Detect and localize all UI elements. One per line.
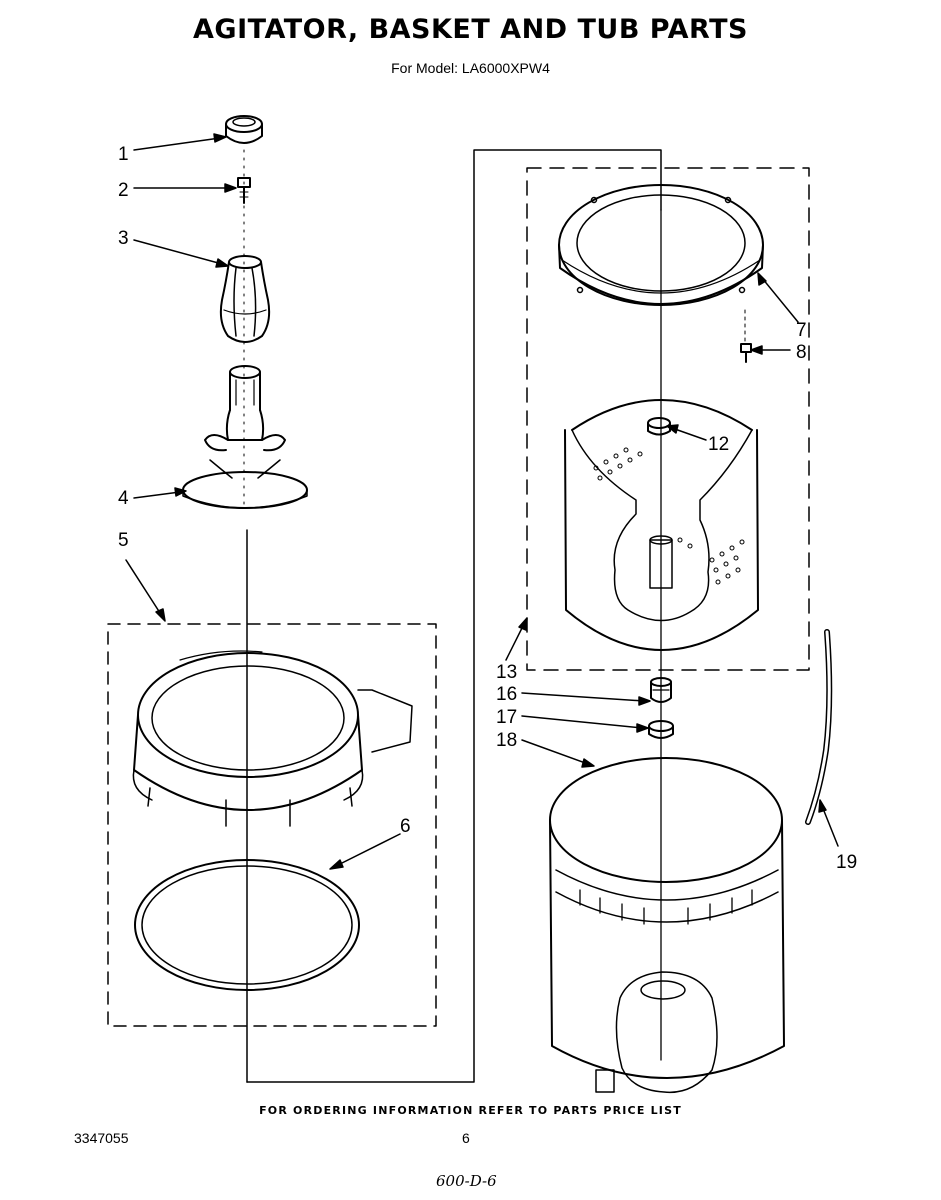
assembly-connector-line: [246, 149, 662, 1083]
callout-19: 19: [836, 852, 857, 873]
part-5-tub-ring: [132, 650, 413, 827]
part-12-nut: [647, 417, 671, 436]
part-4-agitator-base: [182, 365, 308, 509]
callout-12: 12: [708, 434, 729, 455]
callout-16: 16: [496, 684, 517, 705]
part-3-agitator-barrel: [219, 255, 271, 343]
part-6-gasket: [134, 859, 360, 991]
part-13-basket: [564, 399, 759, 651]
callout-1: 1: [118, 144, 129, 165]
callout-8: 8: [796, 342, 807, 363]
callout-3: 3: [118, 228, 129, 249]
part-7-balance-ring: [558, 184, 764, 306]
part-19-hose: [805, 629, 833, 825]
callout-13: 13: [496, 662, 517, 683]
part-13-dashed-group-box: [526, 167, 810, 671]
part-18-outer-tub: [549, 757, 785, 1094]
callout-18: 18: [496, 730, 517, 751]
callout-7: 7: [796, 320, 807, 341]
callout-5: 5: [118, 530, 129, 551]
page-number: 6: [462, 1130, 470, 1146]
callout-4: 4: [118, 488, 129, 509]
part-16-coupling: [650, 677, 672, 703]
callout-2: 2: [118, 180, 129, 201]
model-subtitle: For Model: LA6000XPW4: [391, 60, 550, 76]
tub-rib-marks: [579, 889, 753, 925]
part-2-bolt: [237, 177, 251, 204]
part-5-dashed-group-box: [107, 623, 437, 1027]
handwritten-code: 600-D-6: [436, 1172, 497, 1190]
basket-perforations: [593, 447, 745, 585]
part-8-screw: [740, 309, 752, 363]
part-19-hose-inner: [806, 630, 831, 824]
part-17-seal: [648, 720, 674, 739]
callout-17: 17: [496, 707, 517, 728]
document-number: 3347055: [74, 1130, 129, 1146]
leader-arrows: [125, 133, 839, 870]
ordering-info-note: FOR ORDERING INFORMATION REFER TO PARTS …: [259, 1104, 682, 1117]
page-title: AGITATOR, BASKET AND TUB PARTS: [193, 14, 748, 45]
part-1-agitator-cap: [225, 115, 263, 144]
callout-6: 6: [400, 816, 411, 837]
